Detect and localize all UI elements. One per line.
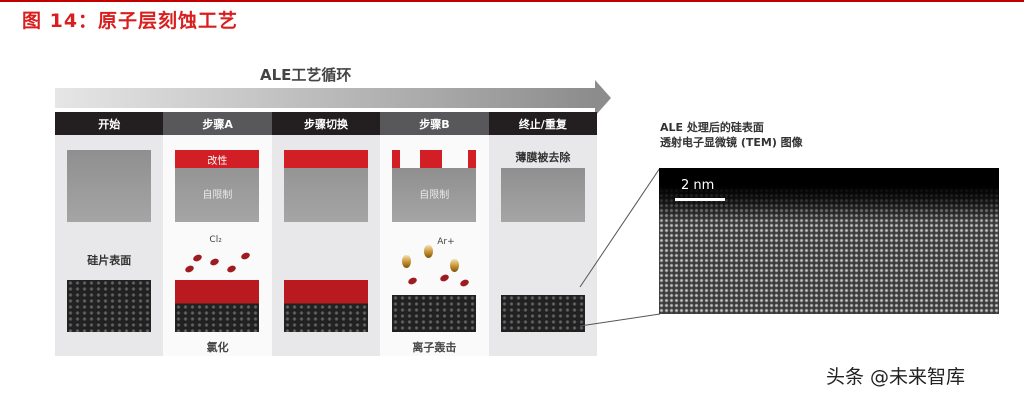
residual-modify-layer xyxy=(468,150,477,168)
step-end-repeat: 终止/重复 薄膜被去除 xyxy=(488,112,598,356)
step-caption: 氯化 xyxy=(206,341,229,354)
wafer-block xyxy=(500,168,585,222)
step-start: 开始 硅片表面 xyxy=(55,112,164,356)
self-limit-label: 自限制 xyxy=(202,190,233,201)
step-header: 步骤切换 xyxy=(271,112,381,135)
step-panels: 开始 硅片表面 步骤A 改性 自限制 Cl₂ 氯化 步骤切换 xyxy=(55,112,598,356)
step-caption: 离子轰击 xyxy=(412,341,457,354)
wafer-block: 自限制 xyxy=(392,168,477,222)
step-switch: 步骤切换 xyxy=(271,112,381,356)
tem-title-line2: 透射电子显微镜 (TEM) 图像 xyxy=(660,136,803,149)
arrowhead-icon xyxy=(595,80,611,116)
step-caption: 薄膜被去除 xyxy=(515,151,571,164)
cycle-arrow xyxy=(55,88,595,108)
step-header: 终止/重复 xyxy=(488,112,598,135)
step-a: 步骤A 改性 自限制 Cl₂ 氯化 xyxy=(163,112,272,356)
cl2-label: Cl₂ xyxy=(209,235,222,245)
step-header: 步骤B xyxy=(380,112,489,135)
tem-image: 2 nm xyxy=(659,168,999,314)
silicon-lattice xyxy=(500,295,585,332)
tem-title: ALE 处理后的硅表面 透射电子显微镜 (TEM) 图像 xyxy=(660,120,803,150)
scale-label: 2 nm xyxy=(681,178,715,193)
residual-modify-layer xyxy=(420,150,443,168)
residual-modify-layer xyxy=(392,150,401,168)
step-header: 开始 xyxy=(55,112,164,135)
self-limit-label: 自限制 xyxy=(419,190,450,201)
scale-bar xyxy=(675,198,725,201)
modify-layer xyxy=(283,150,368,168)
watermark: 头条 @未来智库 xyxy=(826,366,966,388)
argon-ion-icon xyxy=(450,259,460,272)
wafer-block xyxy=(67,150,151,222)
tem-title-line1: ALE 处理后的硅表面 xyxy=(660,121,764,134)
silicon-lattice xyxy=(392,295,477,332)
top-rule xyxy=(0,0,1024,2)
wafer-block-modified xyxy=(283,150,368,222)
argon-ion-icon xyxy=(402,255,412,268)
step-caption: 硅片表面 xyxy=(87,254,132,267)
silicon-lattice xyxy=(67,280,151,332)
figure-title: 图 14：原子层刻蚀工艺 xyxy=(22,10,239,32)
argon-ion-label: Ar+ xyxy=(437,237,455,247)
modify-layer: 改性 xyxy=(175,150,260,168)
cycle-title: ALE工艺循环 xyxy=(260,66,352,84)
step-header: 步骤A xyxy=(163,112,272,135)
chlorinated-lattice xyxy=(175,280,260,332)
chlorinated-lattice xyxy=(283,280,368,332)
step-b: 步骤B 自限制 Ar+ 离子轰击 xyxy=(380,112,489,356)
wafer-block-modified: 改性 自限制 xyxy=(175,150,260,222)
argon-ion-icon xyxy=(424,245,434,258)
